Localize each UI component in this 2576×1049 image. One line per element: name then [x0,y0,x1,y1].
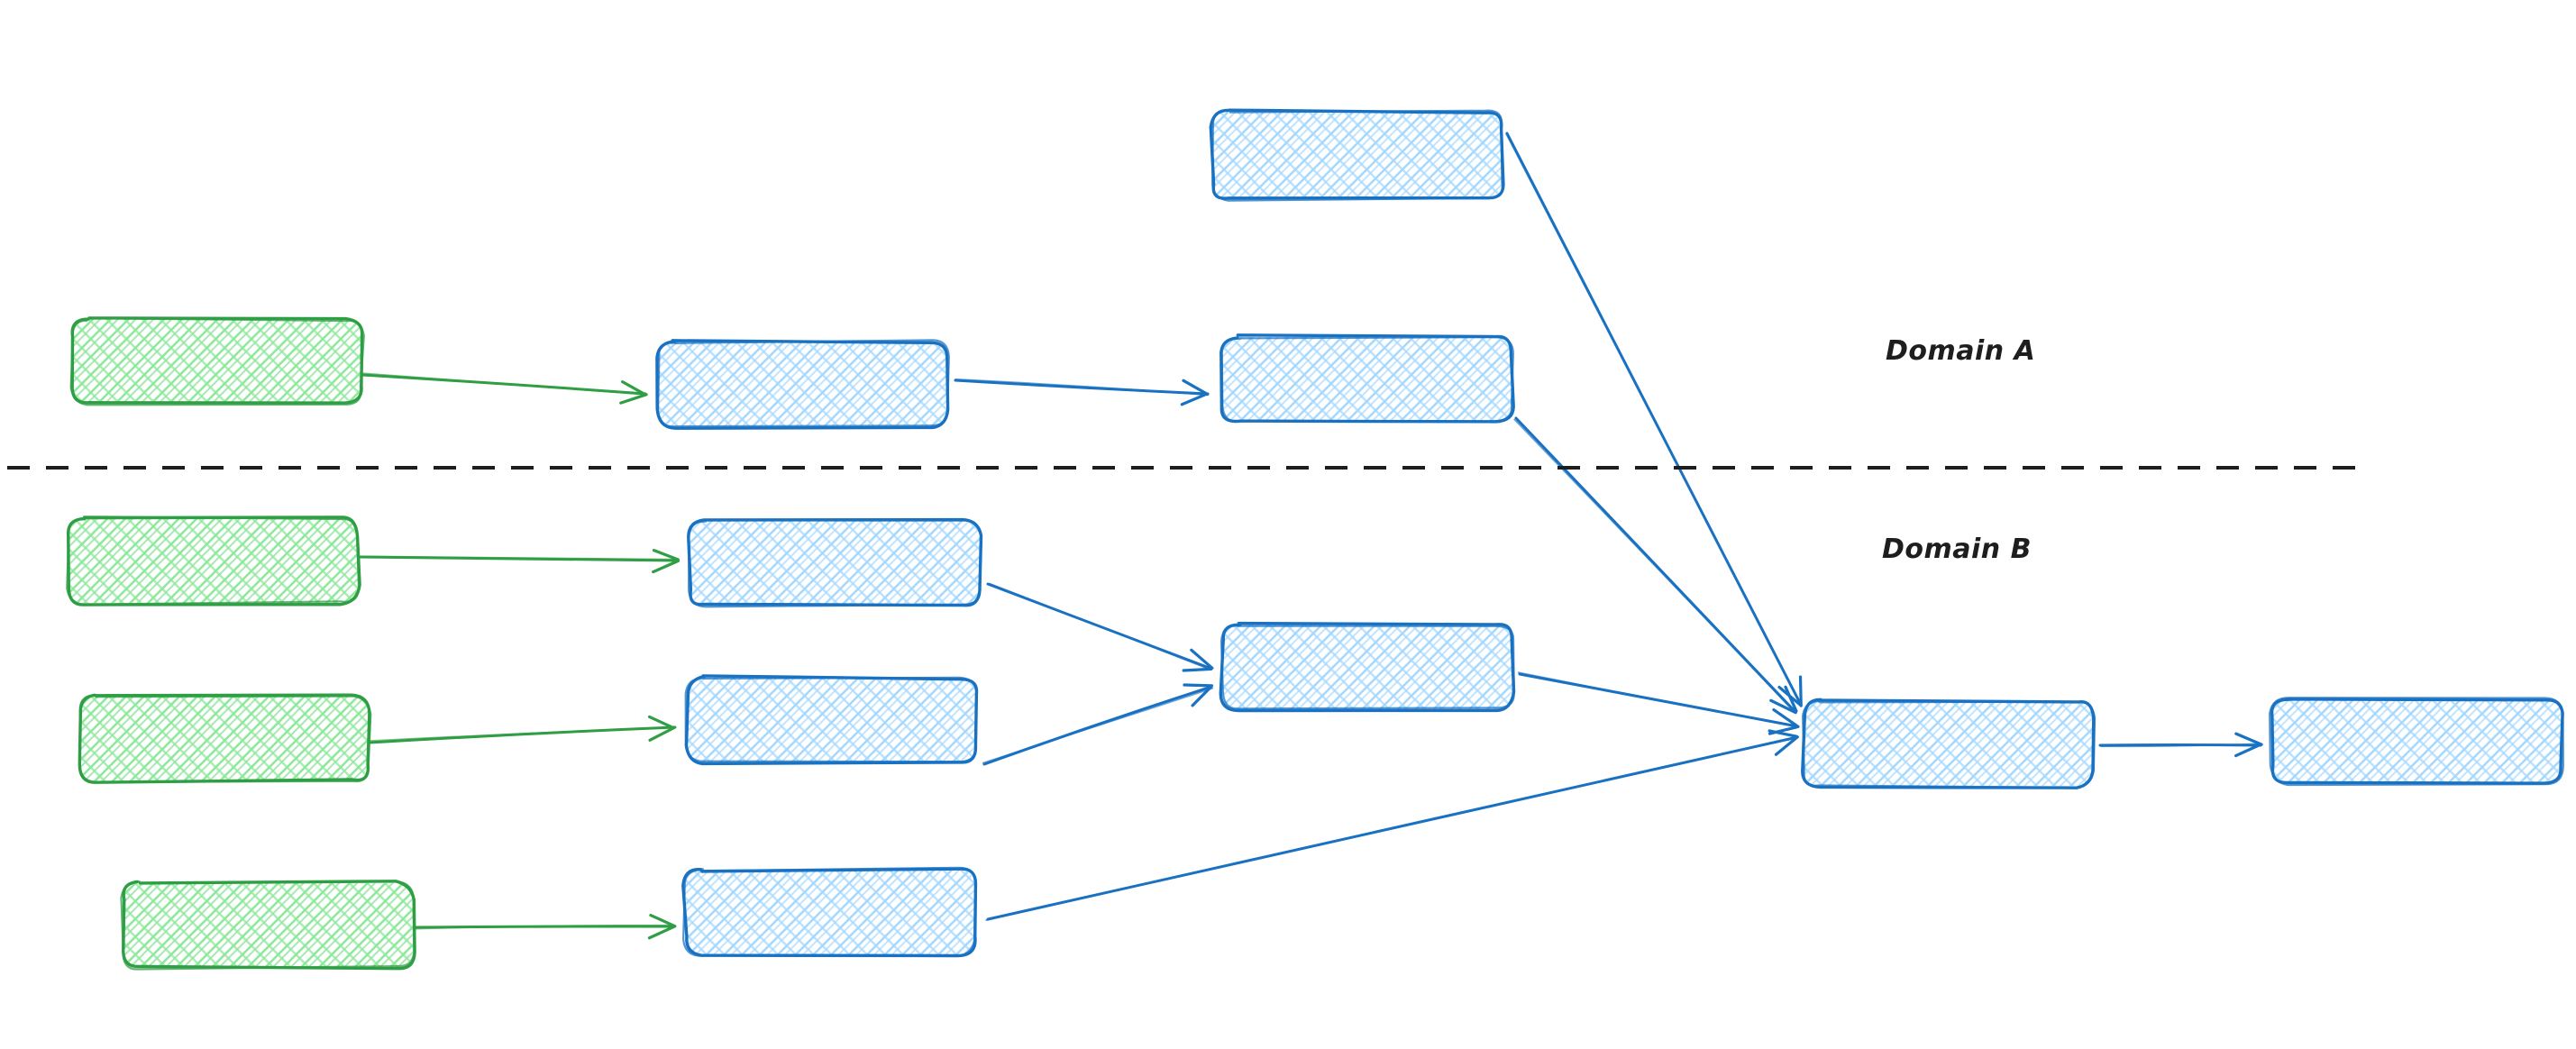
node-a-blue-1[interactable] [655,339,950,430]
edge-shaft [1517,671,1797,727]
node-a-blue-2[interactable] [1219,333,1515,424]
node-outline [684,676,978,763]
edge-shaft [413,924,675,930]
edge-shaft [356,555,681,561]
node-outline [69,316,365,406]
edge-arrowhead [1774,735,1799,756]
node-outline [1219,623,1515,710]
edge-arrowhead [1798,675,1803,707]
node-fill-cross [685,870,975,954]
edge-e4 [1513,416,1798,715]
edge-shaft [1505,132,1803,706]
edge-arrowhead [621,380,647,397]
node-outline [1801,699,2096,789]
edge-arrowhead [2234,732,2263,746]
edge-shaft [989,582,1212,670]
node-outline [656,339,950,428]
edge-e2 [954,379,1210,406]
edge-arrowhead [1768,725,1798,735]
node-b-blue-final[interactable] [2269,697,2564,787]
edge-shaft [360,372,648,396]
node-outline [688,519,982,608]
node-b-green-3[interactable] [120,880,416,971]
edge-arrowhead [1191,685,1212,707]
node-outline [1220,336,1514,424]
node-b-blue-mid[interactable] [1219,621,1516,713]
node-fill-cross [658,342,948,426]
edge-e10 [985,729,1799,922]
edge-arrowhead [1180,392,1209,406]
edge-e6 [367,715,677,744]
edge-arrowhead [2234,743,2262,758]
edge-e7 [413,913,677,940]
node-fill-cross [123,883,413,968]
edge-arrowhead [1772,707,1800,728]
domain-a-label: Domain A [1886,335,2036,367]
edge-e8 [986,582,1214,672]
edge-shaft [2100,743,2263,748]
edge-arrowhead [652,559,681,574]
edge-e3 [1505,132,1803,707]
edge-arrowhead [619,393,648,405]
node-b-green-1[interactable] [66,515,361,607]
node-b-blue-agg[interactable] [1801,698,2096,789]
node-outline [1211,109,1503,202]
node-b-green-2[interactable] [78,693,372,784]
domain-b-label: Domain B [1882,534,2032,565]
edge-e5 [356,549,681,574]
node-outline [682,866,977,958]
node-outline [2269,697,2564,787]
node-fill-cross [2271,698,2562,783]
edge-shaft [982,687,1213,764]
node-fill-cross [1212,111,1503,199]
edge-arrowhead [1190,648,1214,670]
node-outline [78,694,372,783]
node-fill-cross [687,678,977,762]
node-fill-cross [79,697,370,781]
edge-arrowhead [652,549,680,561]
edge-arrowhead [649,913,676,928]
edge-e1 [360,372,648,405]
node-fill-cross [1803,701,2093,786]
edge-arrowhead [1182,379,1210,397]
edge-shaft [955,379,1208,397]
node-a-blue-top[interactable] [1209,108,1505,202]
node-fill-cross [1222,625,1512,709]
edge-arrowhead [647,715,675,730]
node-outline [66,515,361,606]
edge-e12 [2098,732,2263,758]
edge-shaft [1513,418,1795,713]
node-layer [66,108,2564,971]
node-fill-cross [1222,337,1512,422]
edge-arrowhead [1183,683,1214,688]
node-b-blue-2[interactable] [684,674,979,766]
edge-layer [356,132,2263,940]
node-b-blue-3[interactable] [681,866,978,958]
node-b-blue-1[interactable] [687,517,983,608]
edge-arrowhead [647,925,677,940]
edge-arrowhead [648,725,677,742]
node-fill-cross [68,518,358,603]
edge-arrowhead [1769,698,1797,715]
node-outline [120,880,416,971]
edge-e11 [1517,671,1800,735]
node-outline [122,880,416,971]
node-fill-cross [690,521,980,606]
edge-e9 [982,683,1214,766]
edge-shaft [367,726,674,743]
edge-arrowhead [1784,685,1798,713]
node-a-green-1[interactable] [69,316,365,406]
edge-arrowhead [1182,667,1213,672]
edge-shaft [985,737,1797,922]
node-fill-cross [72,319,362,404]
